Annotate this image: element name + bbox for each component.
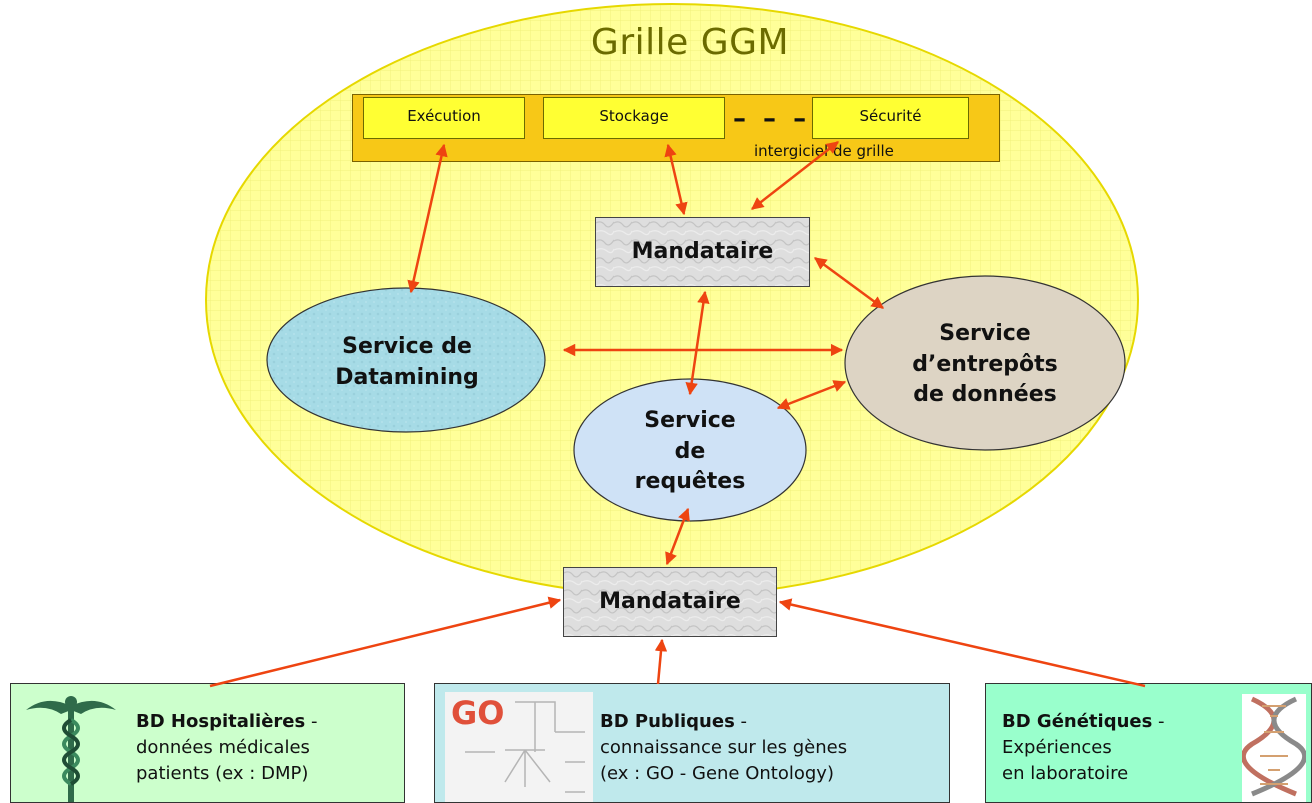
public-db-title: BD Publiques xyxy=(600,711,735,732)
public-db-line1: connaissance sur les gènes xyxy=(600,737,848,759)
warehouse-line-1: Service xyxy=(939,320,1031,346)
public-db-line2: (ex : GO - Gene Ontology) xyxy=(600,763,834,785)
warehouse-line-3: de données xyxy=(913,382,1057,408)
genetic-db-text: BD Génétiques - Expériences en laboratoi… xyxy=(1002,709,1165,787)
proxy-bottom-label: Mandataire xyxy=(599,589,741,614)
ontology-graph-icon xyxy=(465,701,585,793)
hospital-db-line1: données médicales xyxy=(136,737,310,759)
query-service: Service de requêtes xyxy=(600,398,780,506)
storage-box: Stockage xyxy=(543,97,725,139)
query-line-1: Service xyxy=(644,407,736,433)
genetic-db-box xyxy=(985,683,1312,803)
warehouse-service: Service d’entrepôts de données xyxy=(860,310,1110,420)
query-line-3: requêtes xyxy=(634,469,746,495)
genetic-db-line1: Expériences xyxy=(1002,737,1112,759)
hospital-db-text: BD Hospitalières - données médicales pat… xyxy=(136,709,317,787)
proxy-top: Mandataire xyxy=(595,217,810,287)
hospital-db-sep: - xyxy=(305,711,318,732)
security-box: Sécurité xyxy=(812,97,969,139)
warehouse-line-2: d’entrepôts xyxy=(912,351,1058,377)
middleware-label: intergiciel de grille xyxy=(754,142,894,160)
hospital-db-box xyxy=(10,683,405,803)
hospital-db-title: BD Hospitalières xyxy=(136,711,306,732)
grid-title: Grille GGM xyxy=(590,22,790,63)
query-line-2: de xyxy=(674,438,706,464)
genetic-db-line2: en laboratoire xyxy=(1002,763,1129,785)
genetic-db-sep: - xyxy=(1152,711,1165,732)
proxy-top-label: Mandataire xyxy=(631,239,774,264)
hospital-db-line2: patients (ex : DMP) xyxy=(136,763,309,785)
warehouse-ellipse xyxy=(844,275,1126,451)
public-db-sep: - xyxy=(734,711,748,732)
go-logo-text: GO xyxy=(451,694,505,732)
proxy-bottom: Mandataire xyxy=(563,567,777,637)
go-logo-image: GO xyxy=(445,692,593,802)
execution-box: Exécution xyxy=(363,97,525,139)
genetic-db-title: BD Génétiques xyxy=(1002,711,1153,732)
middleware-dashes: – – – xyxy=(733,104,811,134)
datamining-line-1: Service de xyxy=(342,334,472,360)
public-db-text: BD Publiques - connaissance sur les gène… xyxy=(600,709,847,787)
dna-icon xyxy=(1242,694,1306,802)
datamining-service: Service de Datamining xyxy=(282,318,532,408)
datamining-line-2: Datamining xyxy=(335,365,479,390)
caduceus-icon xyxy=(26,696,116,802)
